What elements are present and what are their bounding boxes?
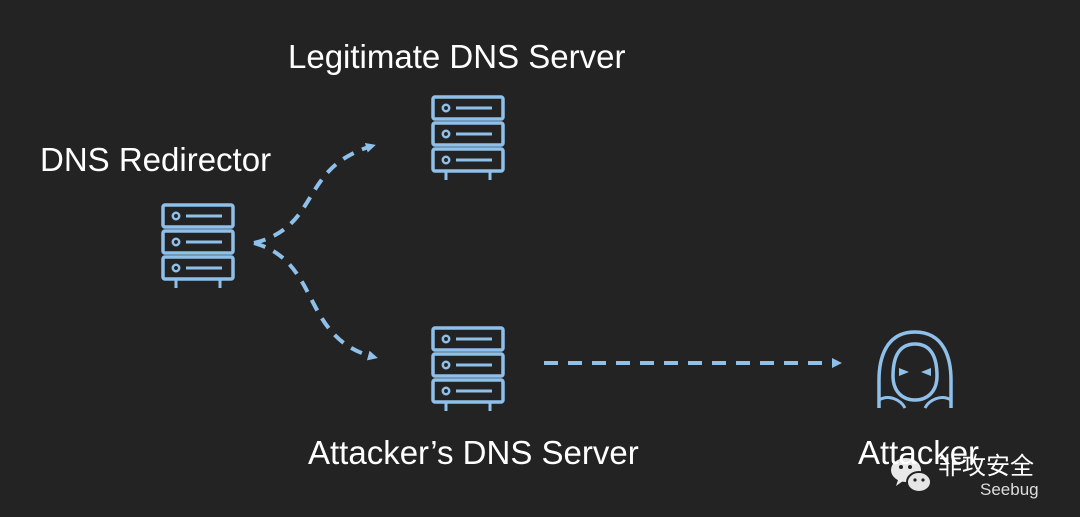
dns-redirector-label: DNS Redirector [40,141,272,178]
hooded-hacker-icon [877,330,953,409]
attackers-dns-server-label: Attacker’s DNS Server [308,434,639,471]
edge-redirector-to-legitimate [253,142,376,245]
watermark-name: 非攻安全 [938,452,1034,480]
attackers-dns-server-icon [431,326,505,413]
dns-redirector-server-icon [161,203,235,290]
watermark: 非攻安全 Seebug [888,452,1058,510]
legitimate-dns-server-icon [431,95,505,182]
watermark-brand: Seebug [980,480,1039,499]
edge-redirector-to-attacker-dns [253,241,378,361]
wechat-icon [891,458,932,493]
legitimate-dns-server-label: Legitimate DNS Server [288,38,626,75]
